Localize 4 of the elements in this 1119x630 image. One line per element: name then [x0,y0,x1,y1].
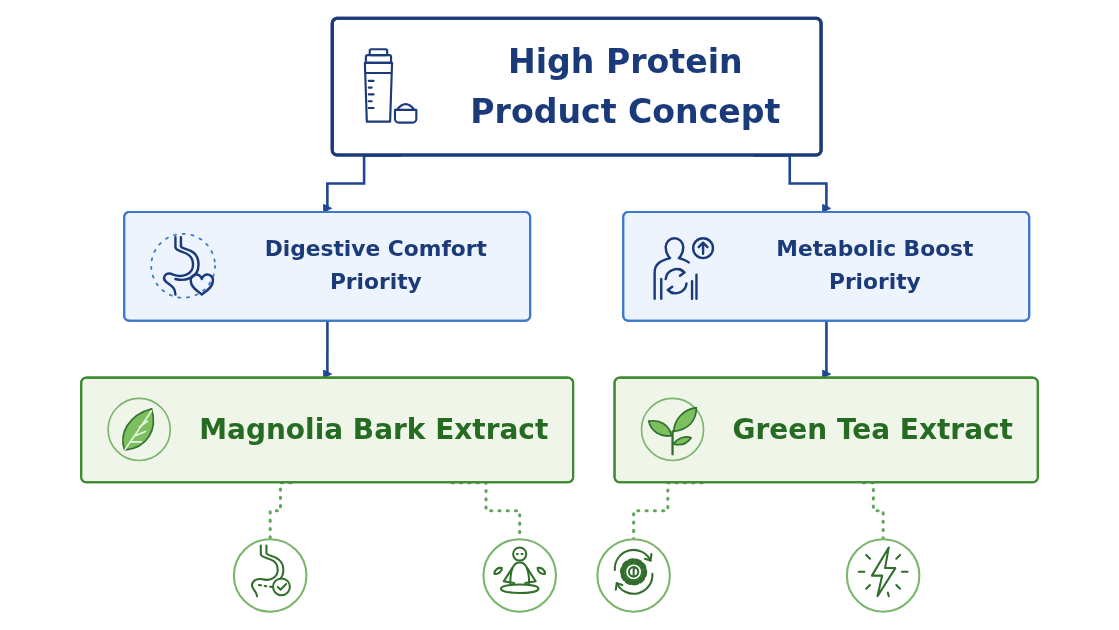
node-circle [482,538,557,613]
node-circle [596,538,671,613]
node-circle [232,538,308,613]
node-circle [845,538,921,613]
